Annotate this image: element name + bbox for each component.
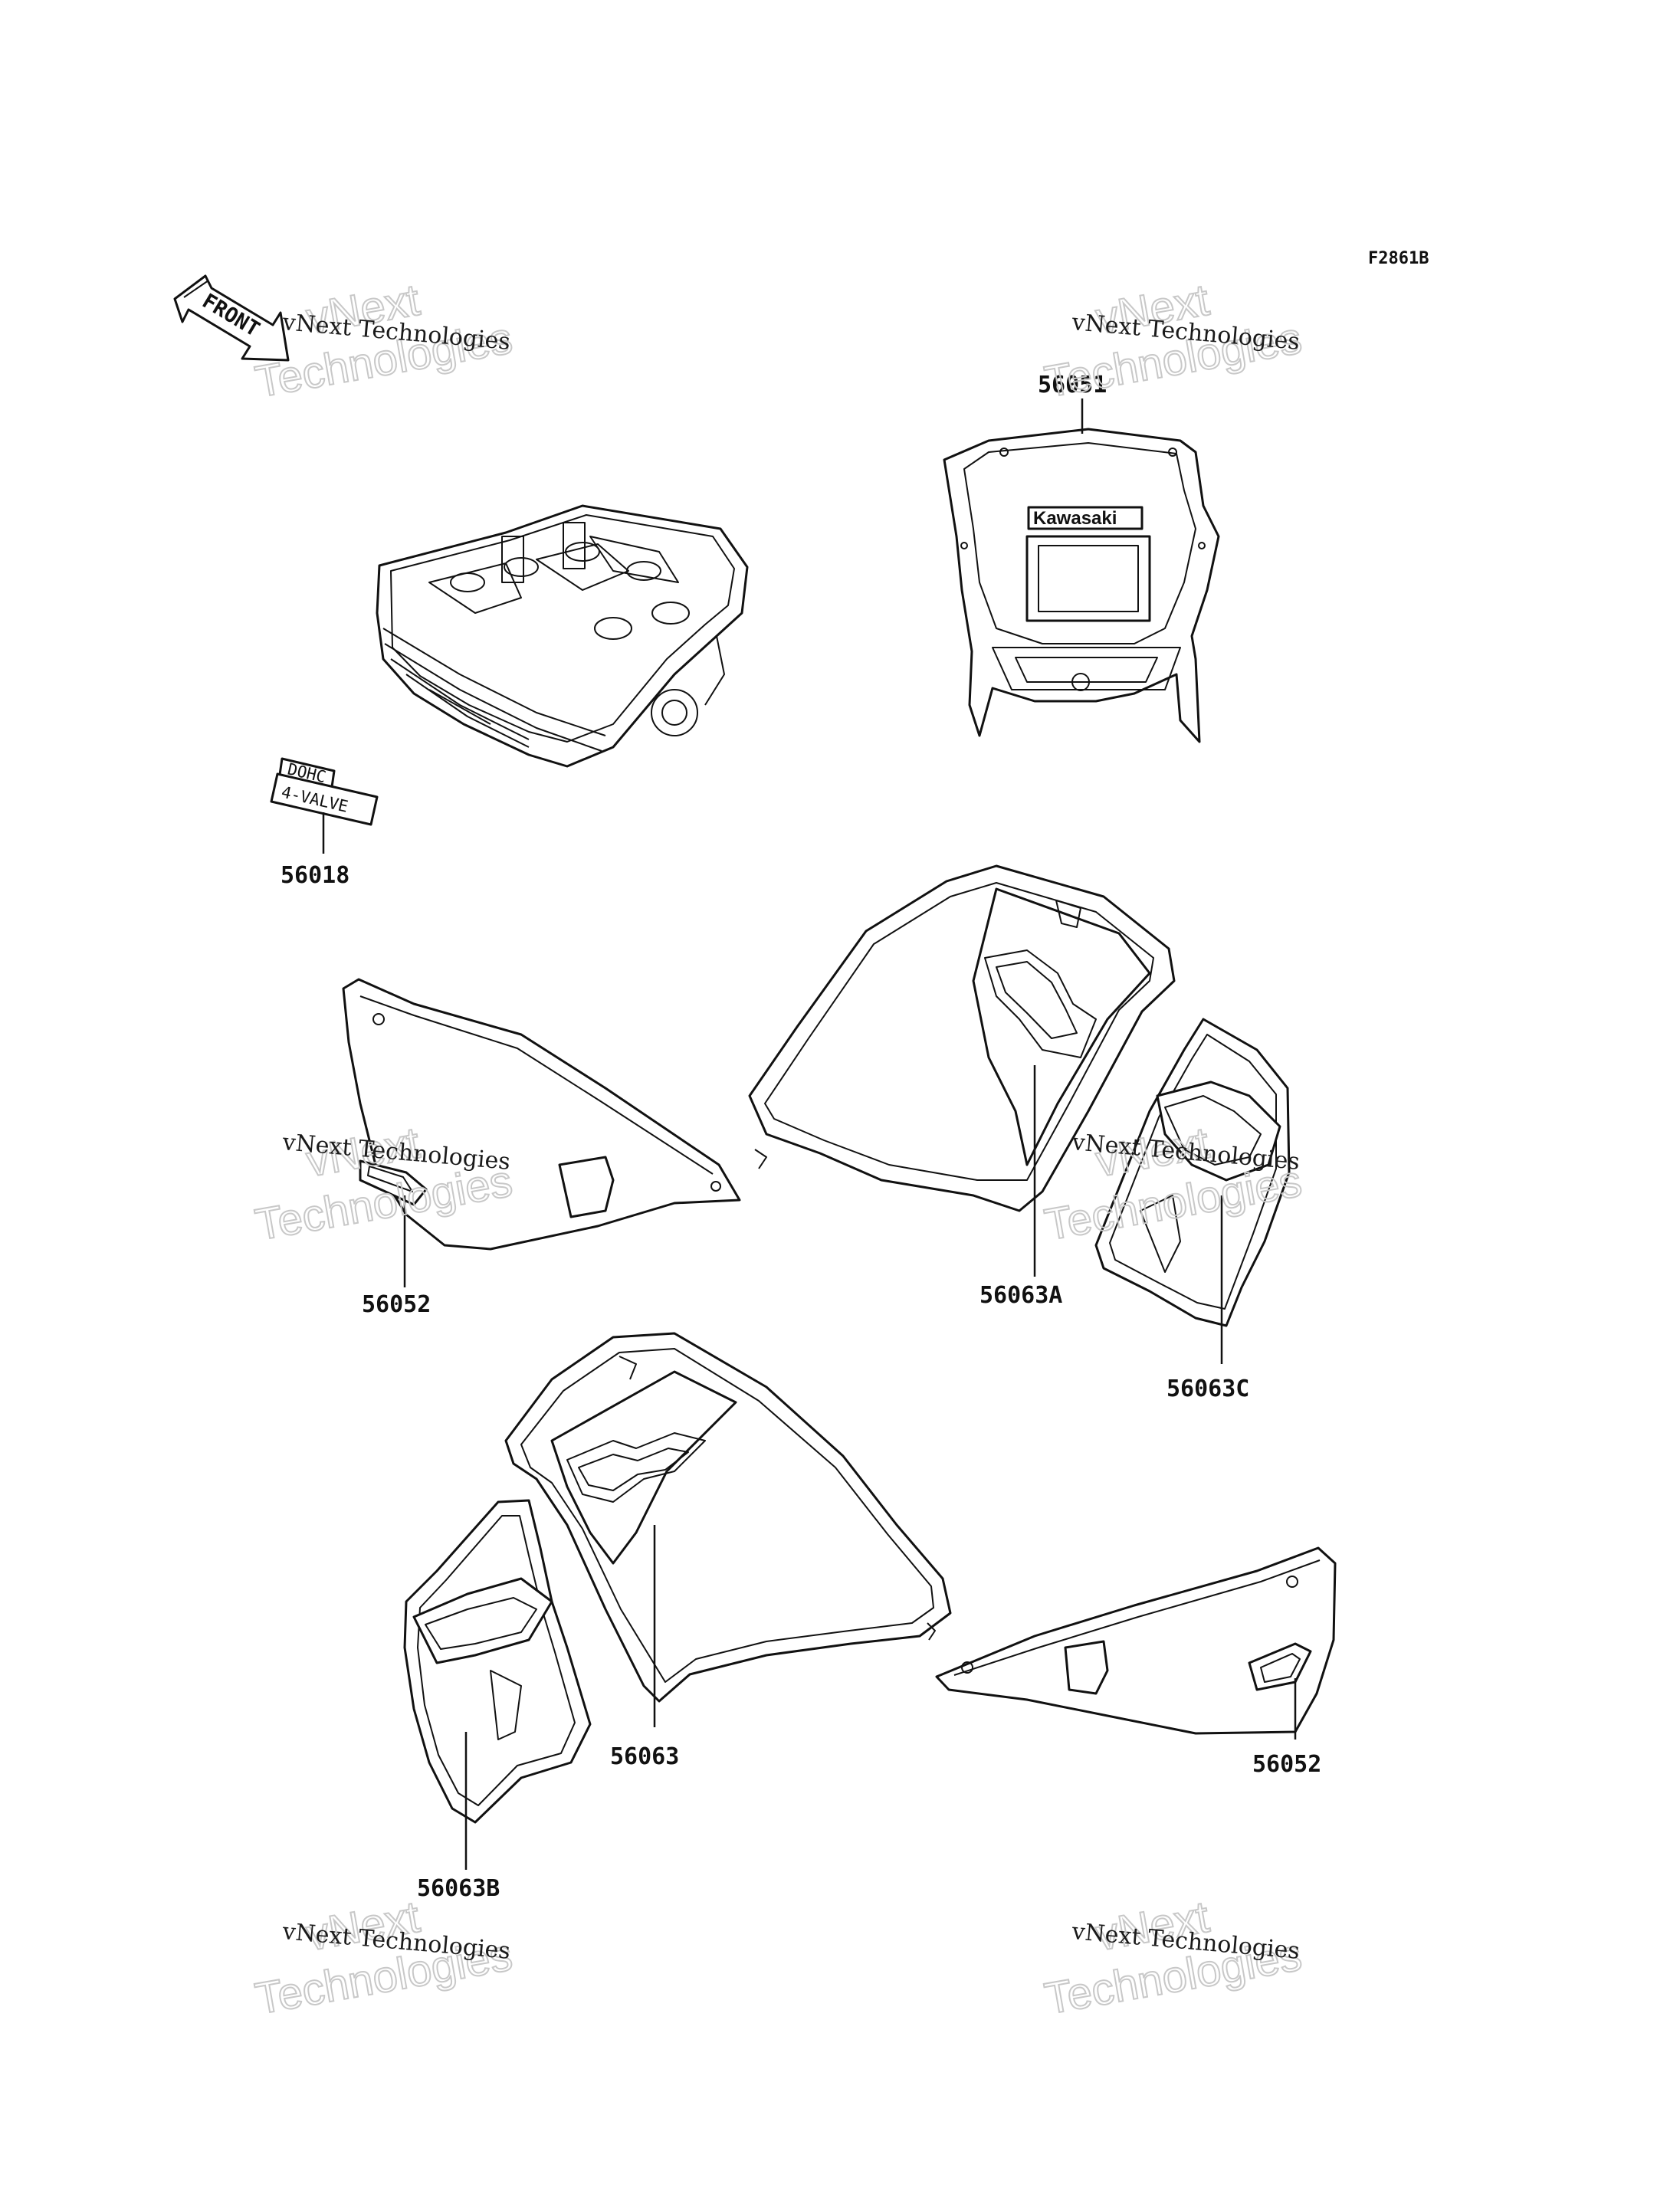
- label-56051: 56051: [1038, 372, 1107, 398]
- front-arrow-icon: FRONT: [173, 274, 290, 362]
- right-shroud-illustration: [748, 864, 1176, 1212]
- label-56052-right: 56052: [1252, 1751, 1321, 1778]
- right-side-cover-illustration: [935, 1546, 1337, 1735]
- left-side-cover-illustration: [342, 978, 741, 1251]
- label-56063B: 56063B: [417, 1875, 500, 1902]
- right-radiator-cover-illustration: [1094, 1018, 1291, 1327]
- label-56063A: 56063A: [979, 1282, 1062, 1309]
- left-radiator-cover-illustration: [403, 1499, 592, 1824]
- cylinder-head-illustration: [376, 504, 749, 768]
- drawing-code: F2861B: [1368, 249, 1429, 268]
- headlight-cowl-illustration: Kawasaki: [943, 428, 1220, 743]
- left-shroud-illustration: [504, 1332, 952, 1703]
- label-56018: 56018: [281, 862, 349, 889]
- label-56052-left: 56052: [362, 1291, 431, 1318]
- dohc-decal: DOHC 4-VALVE: [270, 757, 379, 826]
- kawasaki-logo-text: Kawasaki: [1033, 508, 1117, 529]
- label-56063C: 56063C: [1166, 1376, 1249, 1402]
- label-56063: 56063: [610, 1743, 679, 1770]
